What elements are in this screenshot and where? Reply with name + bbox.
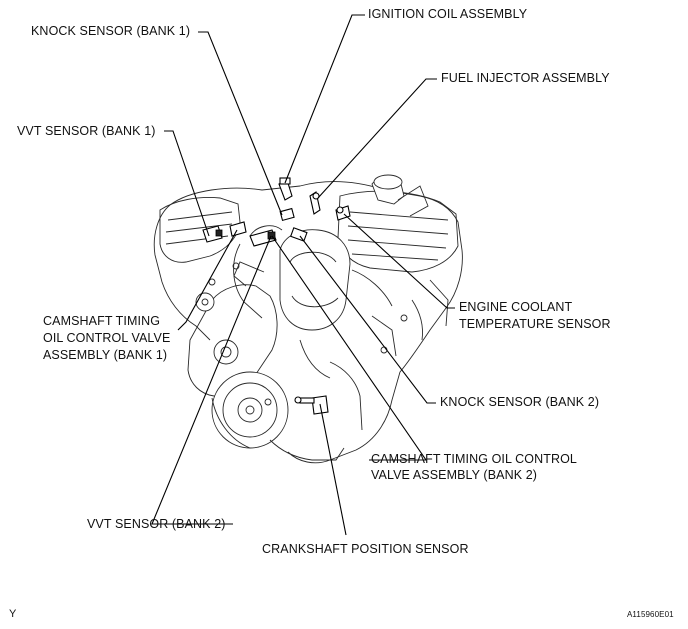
label-crankshaft-sensor: CRANKSHAFT POSITION SENSOR (262, 542, 469, 556)
leader-vvt-sensor-bank2 (151, 235, 272, 525)
leader-knock-sensor-bank1 (198, 31, 283, 216)
label-camshaft-ocv-bank2-line1: CAMSHAFT TIMING OIL CONTROL (371, 452, 577, 466)
leader-crankshaft-sensor (319, 403, 347, 536)
leader-fuel-injector (317, 78, 437, 199)
label-vvt-sensor-bank1: VVT SENSOR (BANK 1) (17, 124, 156, 138)
label-ignition-coil: IGNITION COIL ASSEMBLY (368, 7, 528, 21)
label-fuel-injector: FUEL INJECTOR ASSEMBLY (441, 71, 610, 85)
label-camshaft-ocv-bank2-line2: VALVE ASSEMBLY (BANK 2) (371, 468, 538, 482)
label-vvt-sensor-bank2: VVT SENSOR (BANK 2) (87, 517, 226, 531)
component-parts (202, 177, 351, 415)
label-knock-sensor-bank1: KNOCK SENSOR (BANK 1) (31, 24, 191, 38)
label-camshaft-ocv-bank1-line2: OIL CONTROL VALVE (43, 331, 171, 345)
leader-ignition-coil (284, 14, 365, 184)
engine-outline (153, 174, 463, 464)
label-coolant-temp-sensor-line2: TEMPERATURE SENSOR (459, 317, 611, 331)
figure-id: A115960E01 (627, 610, 674, 619)
leader-camshaft-ocv-bank2 (271, 235, 428, 461)
leader-vvt-sensor-bank1 (164, 130, 210, 237)
label-camshaft-ocv-bank1-line3: ASSEMBLY (BANK 1) (43, 348, 168, 362)
label-coolant-temp-sensor-line1: ENGINE COOLANT (459, 300, 573, 314)
label-camshaft-ocv-bank1-line1: CAMSHAFT TIMING (43, 314, 161, 328)
label-knock-sensor-bank2: KNOCK SENSOR (BANK 2) (440, 395, 600, 409)
footer-left-mark: Y (9, 608, 17, 620)
leader-camshaft-ocv-bank1 (177, 229, 238, 331)
leader-lines (151, 14, 455, 536)
leader-coolant-temp-sensor (343, 213, 455, 309)
leader-knock-sensor-bank2 (299, 235, 436, 404)
